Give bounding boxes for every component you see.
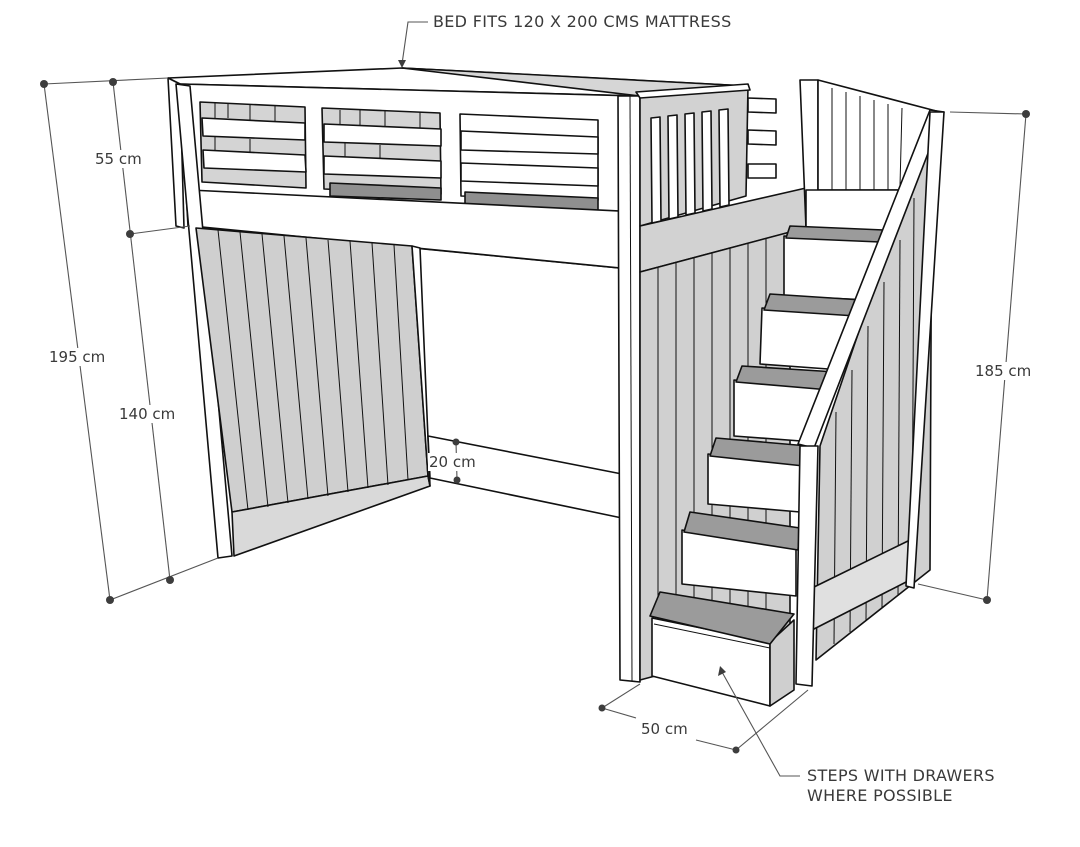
stair-width-label: 50 cm [640,720,689,738]
left-end-panel [175,83,431,559]
clearance-height-label: 140 cm [118,405,177,423]
front-guard-rail [179,83,641,271]
total-height-label: 195 cm [48,348,107,366]
guard-height-label: 55 cm [94,150,143,168]
bed-top-frame [167,67,749,229]
steps-drawers-note-line2: WHERE POSSIBLE [807,786,953,805]
leader-arrows [398,21,800,777]
stair-side-guard [635,83,807,273]
mattress-size-note: BED FITS 120 X 200 CMS MATTRESS [433,12,732,31]
board-height-label: 20 cm [428,453,477,471]
steps-drawers-note-line1: STEPS WITH DRAWERS [807,766,995,785]
stair-handrail [795,109,945,687]
stair-side-height-label: 185 cm [974,362,1033,380]
front-corner-post [617,95,641,683]
